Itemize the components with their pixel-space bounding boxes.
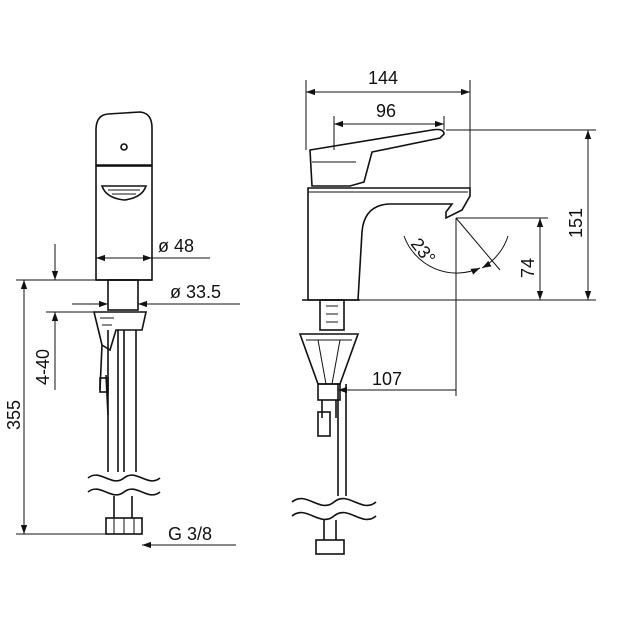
body-front <box>307 187 471 301</box>
shank-side <box>107 279 139 311</box>
lever-handle-front <box>309 128 445 187</box>
shank-front <box>319 299 345 331</box>
width-total-label: 144 <box>368 68 398 88</box>
lever-handle-side <box>95 111 153 166</box>
front-view: 144 96 151 74 23° 107 <box>291 68 596 555</box>
side-view: ø 48 ø 33.5 4-40 355 G 3/8 <box>4 111 240 549</box>
break-line-front-upper <box>291 497 377 507</box>
shank-diameter-label: ø 33.5 <box>170 282 221 302</box>
connection-thread-label: G 3/8 <box>168 524 212 544</box>
reach-label: 107 <box>372 369 402 389</box>
body-diameter-label: ø 48 <box>158 236 194 256</box>
spout-angle-label: 23° <box>407 234 440 268</box>
break-line-lower <box>87 488 161 496</box>
indicator-dot <box>120 143 128 151</box>
break-line-upper <box>87 474 161 482</box>
break-line-front-lower <box>291 511 377 521</box>
height-spout-label: 74 <box>518 258 538 278</box>
hose-length-label: 355 <box>4 400 24 430</box>
body-side <box>95 165 153 281</box>
hose-connector-front <box>315 539 345 555</box>
width-lever-label: 96 <box>376 101 396 121</box>
hoses-side <box>107 330 137 472</box>
height-total-label: 151 <box>566 208 586 238</box>
deck-thickness-label: 4-40 <box>33 349 53 385</box>
aerator-icon <box>100 185 148 201</box>
fixing-nut-front <box>298 333 360 385</box>
